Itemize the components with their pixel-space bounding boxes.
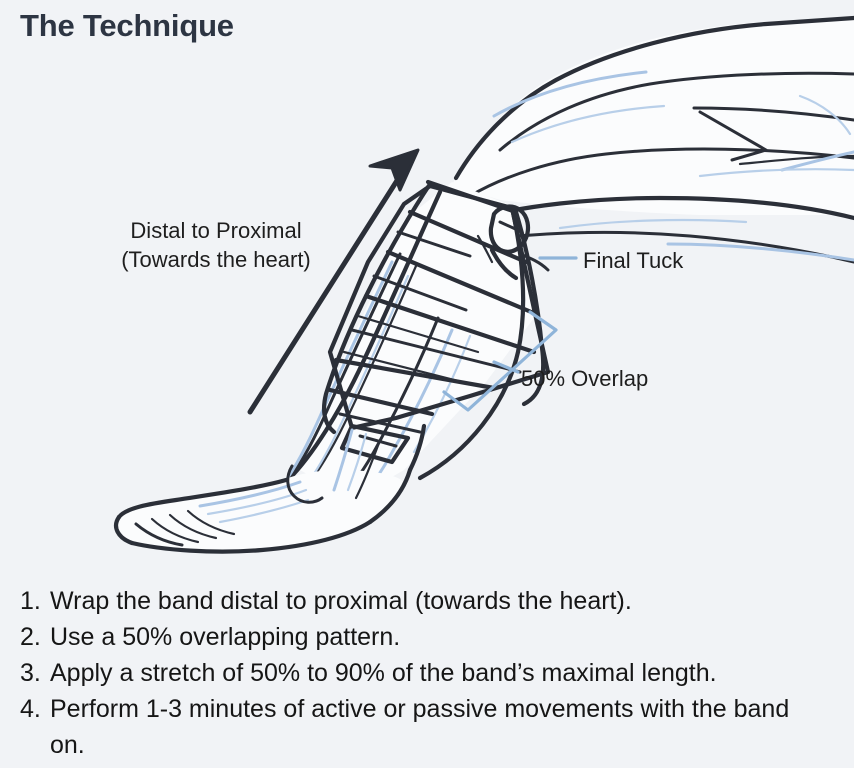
instruction-item: 2. Use a 50% overlapping pattern. (0, 619, 854, 655)
leg-wrap-svg: .ink { fill:none; stroke:#2b2f38; stroke… (114, 15, 854, 554)
instruction-text: Use a 50% overlapping pattern. (50, 623, 401, 651)
direction-label-line1: Distal to Proximal (130, 218, 302, 243)
instruction-number: 3. (20, 659, 41, 687)
overlap-label: 50% Overlap (521, 366, 649, 391)
instruction-number: 1. (20, 587, 41, 615)
instruction-text: Perform 1-3 minutes of active or passive… (50, 695, 790, 759)
instruction-text: Wrap the band distal to proximal (toward… (50, 587, 632, 615)
final-tuck-flap (476, 204, 550, 281)
bandage-wrap-group (322, 179, 551, 465)
direction-label: Distal to Proximal (Towards the heart) (96, 216, 336, 274)
final-tuck-label: Final Tuck (583, 248, 684, 273)
direction-label-line2: (Towards the heart) (121, 247, 311, 272)
direction-arrow-icon (247, 148, 420, 415)
thigh-and-knee-group (452, 15, 854, 264)
foot-group (114, 423, 427, 554)
instruction-item: 1. Wrap the band distal to proximal (towa… (0, 583, 854, 619)
leg-wrap-illustration: .ink { fill:none; stroke:#2b2f38; stroke… (114, 15, 854, 554)
instruction-item: 4. Perform 1-3 minutes of active or passi… (0, 691, 854, 763)
instruction-number: 2. (20, 623, 41, 651)
overlap-bracket (442, 310, 558, 412)
instruction-text: Apply a stretch of 50% to 90% of the ban… (50, 659, 717, 687)
instruction-number: 4. (20, 695, 41, 723)
instruction-item: 3. Apply a stretch of 50% to 90% of the b… (0, 655, 854, 691)
page-title: The Technique (20, 8, 234, 43)
instruction-list: 1. Wrap the band distal to proximal (towa… (0, 583, 854, 763)
